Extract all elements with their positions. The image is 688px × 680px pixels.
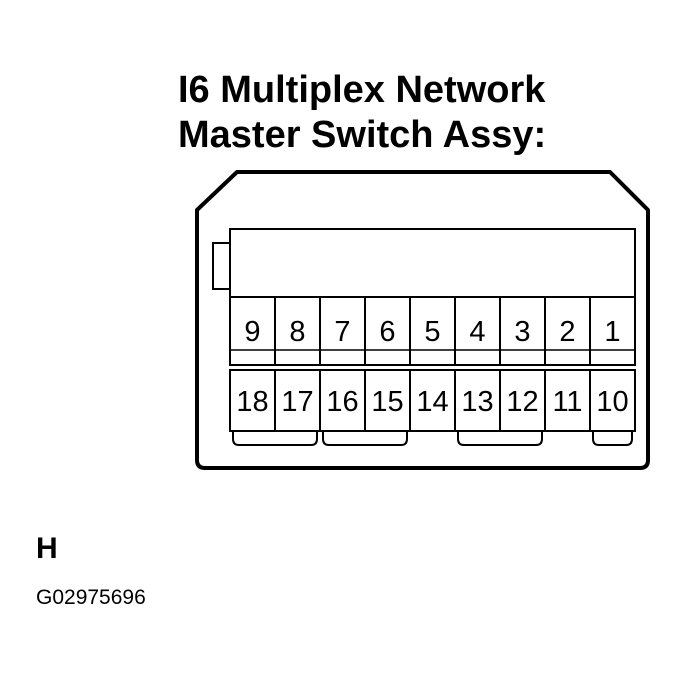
pin-cavity-bottom [589,369,636,432]
locking-tab [322,431,408,446]
pin-number-4: 4 [469,316,485,348]
locking-tab [592,431,633,446]
figure-id: G02975696 [36,586,146,609]
pin-number-7: 7 [334,316,350,348]
pin-number-10: 10 [596,386,628,418]
pin-number-8: 8 [289,316,305,348]
pin-number-9: 9 [244,316,260,348]
pin-cavity-top [589,296,636,366]
pin-number-6: 6 [379,316,395,348]
pin-number-18: 18 [236,386,268,418]
pin-number-12: 12 [506,386,538,418]
pin-number-1: 1 [604,316,620,348]
locking-tab [457,431,543,446]
view-letter: H [36,532,58,565]
connector-title-line1: I6 Multiplex Network [178,69,546,111]
connector-housing [195,170,650,470]
pin-number-5: 5 [424,316,440,348]
connector-title-line2: Master Switch Assy: [178,114,547,156]
pin-number-2: 2 [559,316,575,348]
polarizing-key [212,242,231,290]
pin-number-3: 3 [514,316,530,348]
connector-title: I6 Multiplex Network Master Switch Assy: [178,68,546,158]
pin-number-17: 17 [281,386,313,418]
locking-tab [232,431,318,446]
pin-number-11: 11 [552,386,582,418]
pin-number-16: 16 [326,386,358,418]
pin-number-15: 15 [371,386,403,418]
pin-number-13: 13 [461,386,493,418]
pin-number-14: 14 [416,386,448,418]
connector-lock-area [229,228,636,298]
